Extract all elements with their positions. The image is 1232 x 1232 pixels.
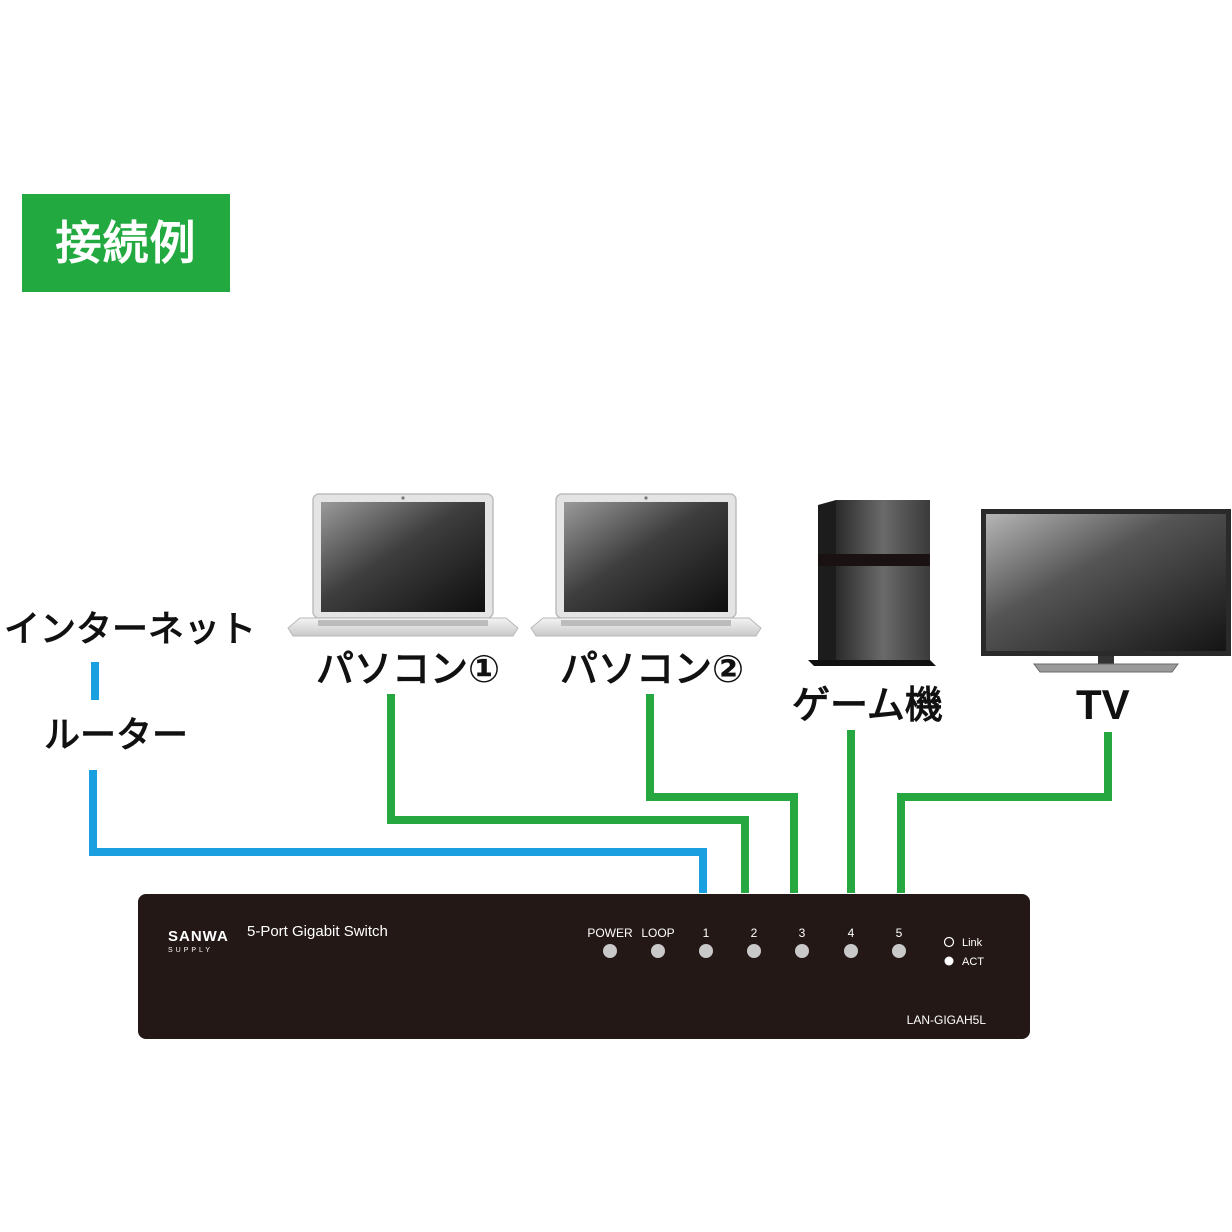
indicator-label: 3 (799, 926, 806, 940)
indicator-led (795, 944, 809, 958)
indicator-led (651, 944, 665, 958)
switch-title: 5-Port Gigabit Switch (247, 923, 388, 940)
indicator-label: LOOP (641, 926, 674, 940)
label-pc1: パソコン① (316, 647, 501, 691)
game-console-icon (808, 500, 936, 666)
label-tv: TV (1076, 681, 1130, 728)
switch-brand-sub: SUPPLY (168, 947, 213, 954)
legend-led (943, 936, 955, 948)
cable-router-switch (89, 770, 707, 893)
indicator-led (892, 944, 906, 958)
cables (89, 662, 1112, 893)
indicator-group: POWER LOOP 1 2 3 4 5 (587, 926, 906, 958)
tv-icon (981, 509, 1231, 673)
cable-pc2-switch (646, 694, 798, 893)
legend-label: ACT (962, 956, 984, 968)
switch-model: LAN-GIGAH5L (907, 1013, 987, 1027)
indicator-label: 4 (848, 926, 855, 940)
cable-tv-switch (897, 732, 1112, 893)
switch-brand-logo: SANWA (168, 928, 229, 945)
label-pc2: パソコン② (560, 647, 745, 691)
indicator-led (844, 944, 858, 958)
legend-label: Link (962, 937, 983, 949)
label-internet: インターネット (4, 609, 257, 650)
indicator-led (603, 944, 617, 958)
label-router: ルーター (44, 715, 189, 756)
section-title-badge: 接続例 (22, 194, 230, 292)
laptop-icon (530, 493, 762, 637)
indicator-label: POWER (587, 926, 633, 940)
network-switch: SANWA SUPPLY 5-Port Gigabit Switch LAN-G… (138, 894, 1030, 1039)
legend-led (944, 956, 954, 966)
indicator-led (747, 944, 761, 958)
cable-pc1-switch (387, 694, 749, 893)
indicator-led (699, 944, 713, 958)
laptop-icon (287, 493, 519, 637)
indicator-label: 1 (703, 926, 710, 940)
indicator-label: 5 (896, 926, 903, 940)
indicator-label: 2 (751, 926, 758, 940)
label-game: ゲーム機 (792, 683, 943, 727)
